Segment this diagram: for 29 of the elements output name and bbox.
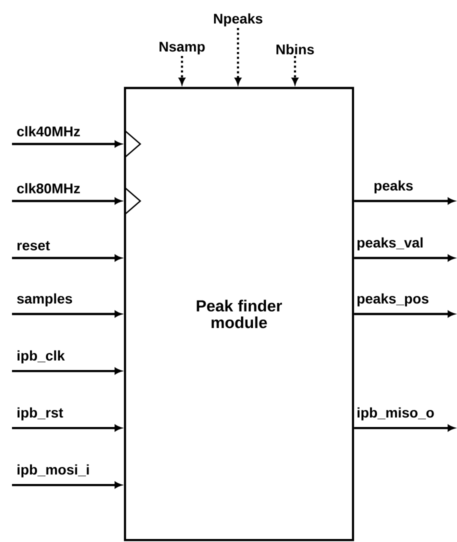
signal-arrow [12,310,122,318]
signal-label: samples [17,293,72,306]
signal-label: peaks [374,180,413,194]
signal-arrow [12,424,122,432]
signal-label: ipb_clk [18,350,65,364]
signal-label: Nsamp [160,42,205,54]
signal-label: ipb_miso_o [358,407,434,420]
signal-label: peaks_val [358,237,423,250]
signal-label: Npeaks [214,13,262,26]
signal-arrow [12,140,122,148]
signal-arrow [234,28,242,84]
signal-label: ipb_rst [18,407,64,420]
module-block: Peak finder module [124,86,354,542]
signal-label: clk40MHz [17,126,80,136]
signal-arrow [12,254,122,262]
signal-arrow [354,254,455,262]
signal-label: Nbins [276,44,314,54]
signal-arrow [12,368,122,374]
signal-arrow [292,56,298,84]
signal-arrow [178,56,186,84]
signal-arrow [354,424,455,432]
signal-arrow [354,198,455,204]
signal-arrow [12,198,122,204]
signal-label: peaks_pos [358,293,428,306]
signal-label: reset [18,241,50,250]
signal-label: ipb_mosi_i [18,464,89,478]
signal-arrow [354,310,455,318]
signal-arrow [12,482,122,488]
signal-label: clk80MHz [17,183,80,194]
